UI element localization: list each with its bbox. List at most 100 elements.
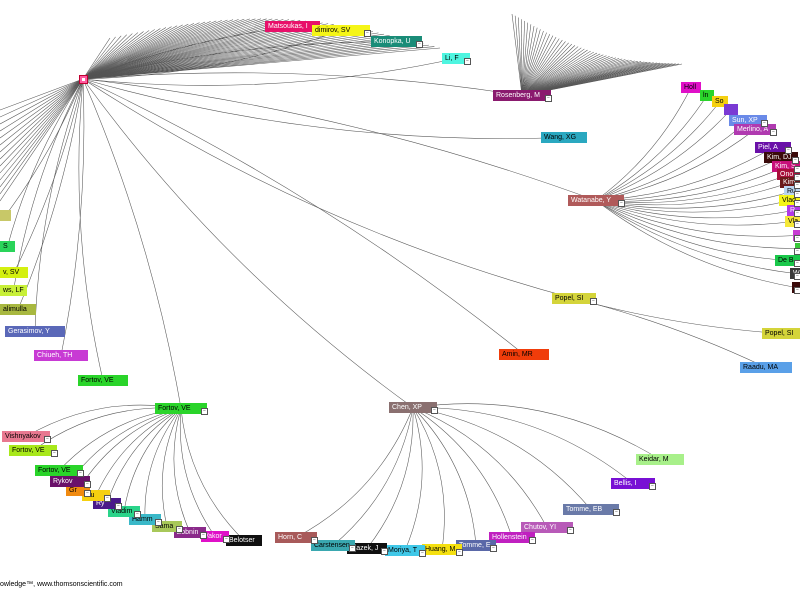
collapse-toggle-icon[interactable]: − xyxy=(529,537,536,544)
author-node-piel[interactable]: Piel, A xyxy=(755,142,791,153)
collapse-toggle-icon[interactable]: − xyxy=(44,436,51,443)
collapse-toggle-icon[interactable]: − xyxy=(77,470,84,477)
collapse-toggle-icon[interactable]: − xyxy=(431,407,438,414)
author-node-vakor[interactable]: Vakor xyxy=(201,531,229,542)
author-node-left-edge[interactable] xyxy=(0,210,11,221)
author-node-matsoukas[interactable]: Matsoukas, I xyxy=(265,21,320,32)
author-node-r2[interactable]: R xyxy=(787,205,800,216)
author-node-kim-dj[interactable]: Kim, DJ xyxy=(764,152,798,163)
author-node-merlino[interactable]: Merlino, A xyxy=(734,124,776,135)
author-node-amin[interactable]: Amin, MR xyxy=(499,349,549,360)
author-node-rosenberg[interactable]: Rosenberg, M xyxy=(493,90,551,101)
collapse-toggle-icon[interactable]: − xyxy=(794,235,800,242)
collapse-toggle-icon[interactable]: − xyxy=(649,483,656,490)
author-node-horn[interactable]: Horn, C xyxy=(275,532,317,543)
author-node-rykov[interactable]: Rykov xyxy=(50,476,90,487)
author-node-li[interactable]: Li, F xyxy=(442,53,470,64)
collapse-toggle-icon[interactable]: − xyxy=(792,157,799,164)
author-node-vladimirov[interactable]: dimirov, SV xyxy=(312,25,370,36)
collapse-toggle-icon[interactable]: − xyxy=(794,191,800,198)
author-node-fortov-2[interactable]: Fortov, VE xyxy=(35,465,83,476)
author-node-ry[interactable]: Ry xyxy=(93,498,121,509)
collapse-toggle-icon[interactable]: − xyxy=(794,210,800,217)
author-node-huang[interactable]: Huang, M xyxy=(422,544,462,555)
collapse-toggle-icon[interactable]: − xyxy=(794,287,800,294)
collapse-toggle-icon[interactable]: − xyxy=(364,30,371,37)
author-node-r1[interactable] xyxy=(724,104,738,115)
collapse-toggle-icon[interactable]: − xyxy=(490,545,497,552)
author-node-de-b[interactable]: De B xyxy=(775,255,800,266)
author-node-s[interactable]: S xyxy=(0,241,15,252)
author-node-sun[interactable]: Sun, XP xyxy=(729,115,767,126)
author-node-vlad[interactable]: Vlad xyxy=(779,195,800,206)
collapse-toggle-icon[interactable]: − xyxy=(590,298,597,305)
collapse-toggle-icon[interactable]: − xyxy=(794,273,800,280)
author-node-so[interactable]: So xyxy=(712,96,728,107)
author-node-kim-s[interactable]: Kim, S xyxy=(772,161,800,172)
collapse-toggle-icon[interactable]: − xyxy=(794,200,800,207)
author-node-moriya[interactable]: Moriya, T xyxy=(385,545,425,556)
collapse-toggle-icon[interactable]: − xyxy=(456,549,463,556)
author-node-gerasimov[interactable]: Gerasimov, Y xyxy=(5,326,65,337)
focus-node-marker[interactable] xyxy=(79,75,88,84)
collapse-toggle-icon[interactable]: − xyxy=(115,503,122,510)
author-node-chiueh[interactable]: Chiueh, TH xyxy=(34,350,88,361)
collapse-toggle-icon[interactable]: − xyxy=(84,490,91,497)
collapse-toggle-icon[interactable]: − xyxy=(176,526,183,533)
collapse-toggle-icon[interactable]: − xyxy=(311,537,318,544)
collapse-toggle-icon[interactable]: − xyxy=(416,41,423,48)
author-node-popel-2[interactable]: Popel, SI xyxy=(762,328,800,339)
collapse-toggle-icon[interactable]: − xyxy=(761,120,768,127)
author-node-belotser[interactable]: Belotser xyxy=(226,535,262,546)
author-node-alimulla[interactable]: alimulla xyxy=(0,304,36,315)
author-node-watanabe[interactable]: Watanabe, Y xyxy=(568,195,624,206)
collapse-toggle-icon[interactable]: − xyxy=(381,548,388,555)
collapse-toggle-icon[interactable]: − xyxy=(785,147,792,154)
author-node-keidar[interactable]: Keidar, M xyxy=(636,454,684,465)
collapse-toggle-icon[interactable]: − xyxy=(794,174,800,181)
author-node-tomme-e[interactable]: Tomme, E xyxy=(456,540,496,551)
author-node-fortov-3[interactable]: Fortov, VE xyxy=(9,445,57,456)
collapse-toggle-icon[interactable]: − xyxy=(134,511,141,518)
author-node-sv[interactable]: v, SV xyxy=(0,267,28,278)
collapse-toggle-icon[interactable]: − xyxy=(618,200,625,207)
author-node-sama[interactable]: Sama xyxy=(152,521,182,532)
collapse-toggle-icon[interactable]: − xyxy=(51,450,58,457)
collapse-toggle-icon[interactable]: − xyxy=(223,536,230,543)
author-node-ln[interactable]: ln xyxy=(700,90,714,101)
collapse-toggle-icon[interactable]: − xyxy=(201,408,208,415)
collapse-toggle-icon[interactable]: − xyxy=(104,495,111,502)
author-node-hollenstein[interactable]: Hollenstein xyxy=(489,532,535,543)
collapse-toggle-icon[interactable]: − xyxy=(567,527,574,534)
author-node-mews[interactable]: ws, LF xyxy=(0,285,27,296)
collapse-toggle-icon[interactable]: − xyxy=(770,129,777,136)
collapse-toggle-icon[interactable]: − xyxy=(349,545,356,552)
author-node-konopka[interactable]: Konopka, U xyxy=(371,36,422,47)
collapse-toggle-icon[interactable]: − xyxy=(794,260,800,267)
author-node-popel[interactable]: Popel, SI xyxy=(552,293,596,304)
author-node-blazek[interactable]: Blazek, J xyxy=(347,543,387,554)
author-node-chutov[interactable]: Chutov, YI xyxy=(521,522,573,533)
collapse-toggle-icon[interactable]: − xyxy=(200,532,207,539)
collapse-toggle-icon[interactable]: − xyxy=(794,248,800,255)
author-node-holl[interactable]: Holl xyxy=(681,82,701,93)
collapse-toggle-icon[interactable]: − xyxy=(545,95,552,102)
collapse-toggle-icon[interactable]: − xyxy=(794,166,800,173)
collapse-toggle-icon[interactable]: − xyxy=(794,221,800,228)
author-node-fortov-hub[interactable]: Fortov, VE xyxy=(155,403,207,414)
collapse-toggle-icon[interactable]: − xyxy=(155,519,162,526)
author-node-wang[interactable]: Wang, XG xyxy=(541,132,587,143)
author-node-ono[interactable]: Ono xyxy=(777,169,800,180)
author-node-raadu[interactable]: Raadu, MA xyxy=(740,362,792,373)
author-node-bellis[interactable]: Bellis, I xyxy=(611,478,655,489)
collapse-toggle-icon[interactable]: − xyxy=(84,481,91,488)
collapse-toggle-icon[interactable]: − xyxy=(419,550,426,557)
collapse-toggle-icon[interactable]: − xyxy=(464,58,471,65)
collapse-toggle-icon[interactable]: − xyxy=(613,509,620,516)
author-node-kim[interactable]: Kim xyxy=(780,177,800,188)
author-node-vishnyakov[interactable]: Vishnyakov xyxy=(2,431,50,442)
author-node-vla[interactable]: Vla xyxy=(785,216,800,227)
author-node-tomme-eb[interactable]: Tomme, EB xyxy=(563,504,619,515)
author-node-fortov[interactable]: Fortov, VE xyxy=(78,375,128,386)
